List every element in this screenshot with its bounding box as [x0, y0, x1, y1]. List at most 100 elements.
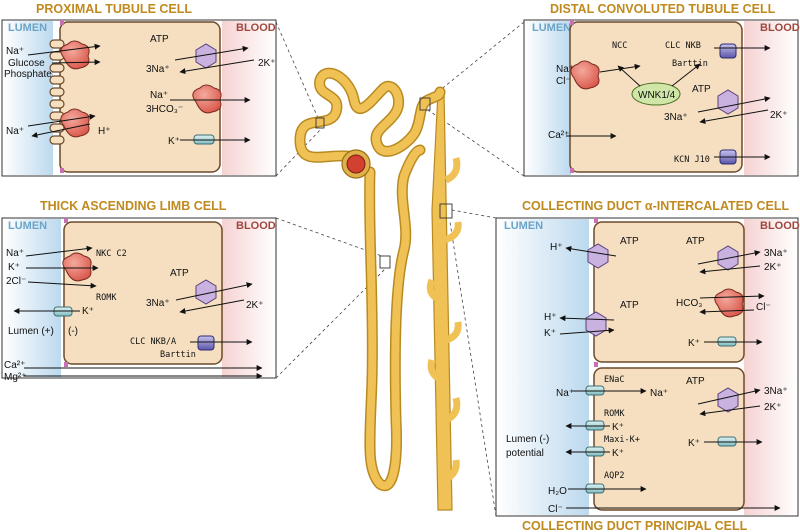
prox-na2: Na⁺ [6, 126, 24, 137]
proximal-lumen-bg [3, 21, 53, 175]
cda-atp1: ATP [620, 236, 639, 247]
cda-k2: 2K⁺ [764, 262, 782, 273]
dct-barttin: Barttin [672, 59, 708, 69]
collecting-duct-panel: COLLECTING DUCT α-INTERCALATED CELL LUME… [495, 199, 800, 532]
arrow-icon [51, 59, 101, 66]
tight-junction [64, 218, 68, 223]
cda-k-out: K⁺ [688, 338, 700, 349]
tal-k2: 2K⁺ [246, 300, 264, 311]
arrow-icon [559, 327, 615, 335]
duct-branch [444, 157, 461, 184]
cda-atp3: ATP [620, 300, 639, 311]
tight-junction [60, 20, 64, 25]
clcnkb-channel-icon [719, 43, 737, 59]
tight-junction [60, 168, 64, 173]
tal-lumen-pos: Lumen (+) [8, 326, 54, 337]
proximal-tubule-panel: PROXIMAL TUBULE CELL LUMEN BLOOD Na⁺ Glu… [1, 2, 277, 177]
cdp-na-in: Na⁺ [556, 388, 574, 399]
nbc-transporter-icon [192, 84, 222, 114]
tal-neg: (-) [68, 326, 78, 337]
tight-junction [570, 168, 574, 173]
cdp-lumen-neg: Lumen (-) [506, 434, 549, 445]
dct-wnk: WNK1/4 [638, 90, 676, 101]
prox-na4: Na⁺ [150, 90, 168, 101]
tal-barttin: Barttin [160, 350, 196, 360]
clcnkba-channel-icon [197, 335, 215, 351]
cd-blood-bg [744, 219, 797, 515]
dct-na3: 3Na⁺ [664, 112, 688, 123]
cdp-aqp2: AQP2 [604, 471, 624, 481]
arrow-icon [179, 299, 245, 314]
arrow-icon [179, 59, 255, 75]
convoluted-tubule [295, 69, 444, 162]
prox-h: H⁺ [98, 126, 111, 137]
loop-of-henle [365, 146, 424, 490]
dct-cl: Cl⁻ [556, 76, 571, 87]
cdp-cl: Cl⁻ [548, 504, 563, 515]
na-k-pump-icon [195, 279, 217, 305]
cda-cl: Cl⁻ [756, 302, 771, 313]
cd-alpha-title: COLLECTING DUCT α-INTERCALATED CELL [522, 199, 790, 213]
tal-na3: 3Na⁺ [146, 298, 170, 309]
duct-branch [442, 459, 460, 484]
dct-title: DISTAL CONVOLUTED TUBULE CELL [550, 2, 776, 16]
prox-k: K⁺ [168, 136, 180, 147]
dct-k2: 2K⁺ [770, 110, 788, 121]
cdp-enac: ENaC [604, 375, 624, 385]
prox-atp: ATP [150, 34, 169, 45]
tal-clcnkba: CLC NKB/A [130, 337, 176, 347]
cd-lumen-bg [497, 219, 589, 515]
tight-junction [570, 20, 574, 25]
dct-lumen-bg [525, 21, 571, 175]
prox-na3: 3Na⁺ [146, 64, 170, 75]
duct-branch [442, 221, 462, 244]
tal-blood-bg [222, 219, 275, 377]
proximal-title: PROXIMAL TUBULE CELL [36, 2, 192, 16]
cd-blood-label: BLOOD [760, 220, 800, 232]
nkcc2-transporter-icon [62, 252, 92, 282]
dct-na: Na⁺ [556, 64, 574, 75]
principal-cell [593, 367, 745, 511]
cdp-potential: potential [506, 448, 544, 459]
arrow-icon [697, 388, 761, 405]
cd-principal-title: COLLECTING DUCT PRINCIPAL CELL [522, 519, 748, 532]
arrow-icon [699, 308, 755, 315]
na-k-pump-icon [195, 43, 217, 69]
arrow-icon [671, 63, 701, 87]
arrow-icon [25, 245, 93, 257]
cda-h1: H⁺ [550, 242, 563, 253]
tight-junction [594, 362, 598, 367]
ncc-transporter-icon [570, 60, 600, 90]
arrow-icon [697, 250, 761, 265]
arrow-icon [559, 315, 615, 322]
arrow-icon [27, 281, 97, 289]
arrow-icon [31, 123, 91, 138]
cda-k-in: K⁺ [544, 328, 556, 339]
duct-branch [426, 278, 442, 304]
tal-k-romk: K⁺ [82, 306, 94, 317]
ae1-transporter-icon [714, 288, 744, 318]
prox-phosphate: Phosphate [4, 69, 52, 80]
duct-branch [427, 359, 444, 384]
proximal-lumen-label: LUMEN [8, 22, 47, 34]
cda-hco3: HCO₃ [676, 298, 702, 309]
cda-h2: H⁺ [544, 312, 557, 323]
dct-lumen-label: LUMEN [532, 22, 571, 34]
cdp-maxik: Maxi-K+ [604, 435, 640, 445]
dct-atp: ATP [692, 84, 711, 95]
h-k-atpase-icon [585, 311, 607, 337]
dct-ncc: NCC [612, 41, 627, 51]
nhe-transporter-icon [60, 108, 90, 138]
tal-blood-label: BLOOD [236, 220, 276, 232]
cdp-h2o: H₂O [548, 486, 567, 497]
tal-lumen-label: LUMEN [8, 220, 47, 232]
tal-cell [63, 221, 223, 365]
na-k-pump-icon [717, 387, 739, 413]
tight-junction [64, 362, 68, 367]
tal-k: K⁺ [8, 262, 20, 273]
proximal-blood-bg [222, 21, 275, 175]
arrow-icon [27, 43, 101, 56]
cdp-atp: ATP [686, 376, 705, 387]
arrow-icon [697, 96, 771, 113]
h-atpase-icon [587, 243, 609, 269]
